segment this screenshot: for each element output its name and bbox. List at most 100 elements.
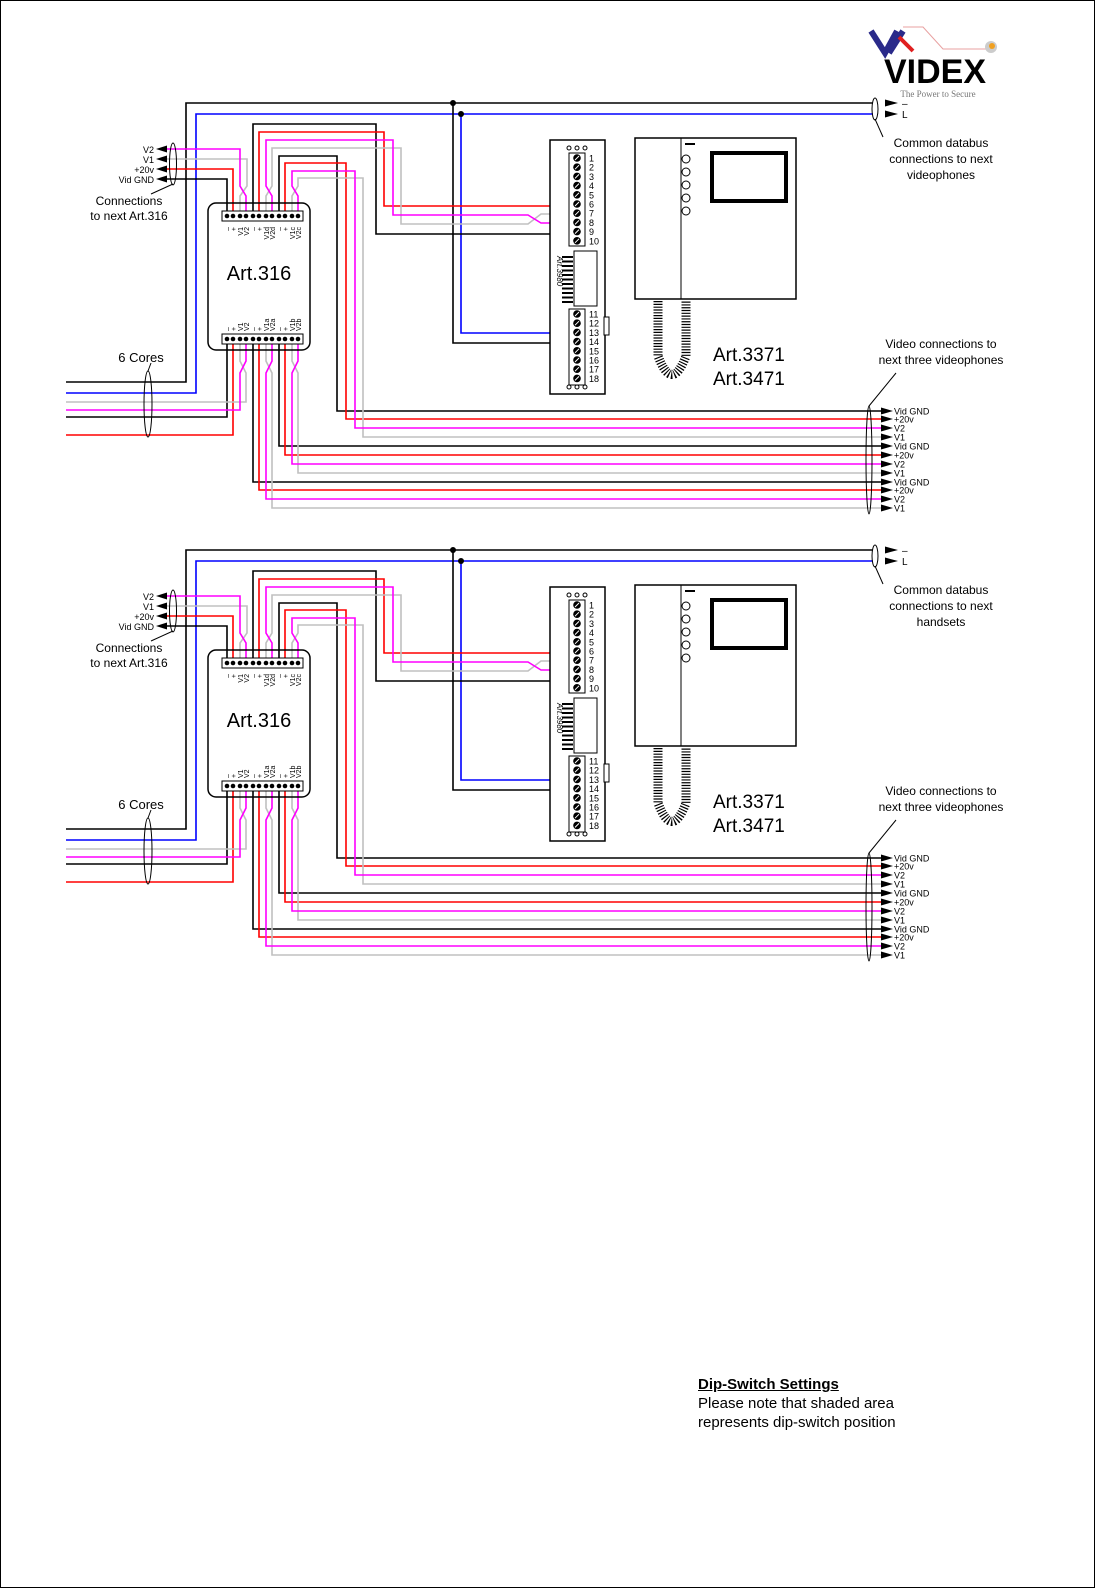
terminal-strip <box>221 333 304 345</box>
top-terminal-label: + <box>257 227 264 231</box>
interface-terminal-number: 3 <box>589 619 594 629</box>
arrow-icon <box>881 862 893 870</box>
video-output-label: V2 <box>894 460 905 470</box>
top-terminal-label: V2d <box>270 227 277 240</box>
terminal <box>295 213 301 219</box>
video-wire <box>66 339 247 403</box>
video-wire <box>291 170 881 429</box>
videophone-art3371 <box>634 137 797 379</box>
interface-terminal-number: 15 <box>589 346 599 356</box>
bottom-terminal-label: V1 <box>238 769 245 778</box>
databus-note: handsets <box>917 615 966 629</box>
terminal <box>230 783 236 789</box>
top-terminal-label: – <box>277 674 284 678</box>
terminal <box>276 336 282 342</box>
video-note: next three videophones <box>879 800 1004 814</box>
top-terminal-label: V2d <box>270 674 277 687</box>
top-terminal-label: + <box>283 674 290 678</box>
videophone-model: Art.3371 <box>713 792 785 813</box>
video-wire <box>258 786 881 938</box>
video-output-label: Vid GND <box>894 478 930 488</box>
top-terminal-label: – <box>251 674 258 678</box>
terminal <box>263 213 269 219</box>
top-terminal-label: V1 <box>238 674 245 683</box>
top-terminal-label: – <box>277 227 284 231</box>
bottom-terminal-label: + <box>257 774 264 778</box>
arrow-icon <box>885 557 898 565</box>
video-wire <box>258 578 571 663</box>
video-wire <box>284 786 881 903</box>
dip-switch-note-line: Please note that shaded area <box>698 1395 894 1412</box>
terminal <box>289 783 295 789</box>
interface-terminal-number: 4 <box>589 181 594 191</box>
leader-line <box>150 630 174 642</box>
terminal <box>237 660 243 666</box>
video-wire <box>284 609 881 867</box>
video-wire <box>265 586 571 671</box>
interface-terminal-number: 10 <box>589 683 599 693</box>
interface-terminal-number: 1 <box>589 601 594 611</box>
terminal <box>282 336 288 342</box>
video-output-label: +20v <box>894 415 914 425</box>
terminal <box>263 660 269 666</box>
next-unit-output-label: +20v <box>134 612 154 622</box>
bottom-terminal-label: – <box>225 327 232 331</box>
videophone-button <box>681 653 691 663</box>
video-output-label: +20v <box>894 933 914 943</box>
arrow-icon <box>881 495 893 503</box>
interface-terminal-number: 7 <box>589 656 594 666</box>
dip-switch-block <box>573 250 598 307</box>
video-output-label: V1 <box>894 433 905 443</box>
video-output-label: V1 <box>894 469 905 479</box>
video-wire <box>278 155 881 412</box>
top-terminal-label: V1d <box>264 674 271 687</box>
leader-line <box>874 565 884 585</box>
cable-bundle <box>865 852 873 962</box>
terminal <box>269 783 275 789</box>
next-unit-output-label: Vid GND <box>119 622 155 632</box>
bottom-terminal-label: – <box>225 774 232 778</box>
bottom-terminal-label: V2a <box>270 765 277 778</box>
video-wire <box>66 339 228 418</box>
interface-terminal-number: 6 <box>589 647 594 657</box>
arrow-icon <box>881 460 893 468</box>
video-output-label: V2 <box>894 907 905 917</box>
interface-terminal-number: 5 <box>589 637 594 647</box>
databus-L-drop <box>460 561 571 781</box>
video-wire <box>66 339 234 436</box>
terminal <box>237 213 243 219</box>
video-output-label: V1 <box>894 880 905 890</box>
videophone-model: Art.3371 <box>713 345 785 366</box>
junction-dot <box>458 558 464 564</box>
next-unit-note: to next Art.316 <box>90 656 168 670</box>
interface-terminal-number: 2 <box>589 610 594 620</box>
terminal <box>269 660 275 666</box>
video-wire <box>265 139 571 224</box>
video-wire <box>166 158 248 216</box>
terminal <box>237 336 243 342</box>
terminal <box>282 660 288 666</box>
video-wire <box>291 786 881 912</box>
junction-dot <box>450 100 456 106</box>
video-wire <box>252 123 571 235</box>
leader-line <box>147 362 152 372</box>
video-wire <box>66 786 228 865</box>
interface-terminal-number: 8 <box>589 218 594 228</box>
terminal-strip <box>221 657 304 669</box>
top-terminal-label: V2c <box>296 674 303 687</box>
cable-bundle <box>169 142 177 186</box>
databus-minus-drop <box>452 103 571 344</box>
top-terminal-label: V2c <box>296 227 303 240</box>
terminal <box>224 660 230 666</box>
video-wire <box>166 605 248 663</box>
video-wire <box>291 624 881 885</box>
leader-line <box>147 809 152 819</box>
top-terminal-label: – <box>251 227 258 231</box>
handset-cord <box>653 301 691 379</box>
video-wire <box>252 570 571 682</box>
arrow-icon <box>881 486 893 494</box>
terminal <box>230 660 236 666</box>
leader-line <box>874 118 884 138</box>
